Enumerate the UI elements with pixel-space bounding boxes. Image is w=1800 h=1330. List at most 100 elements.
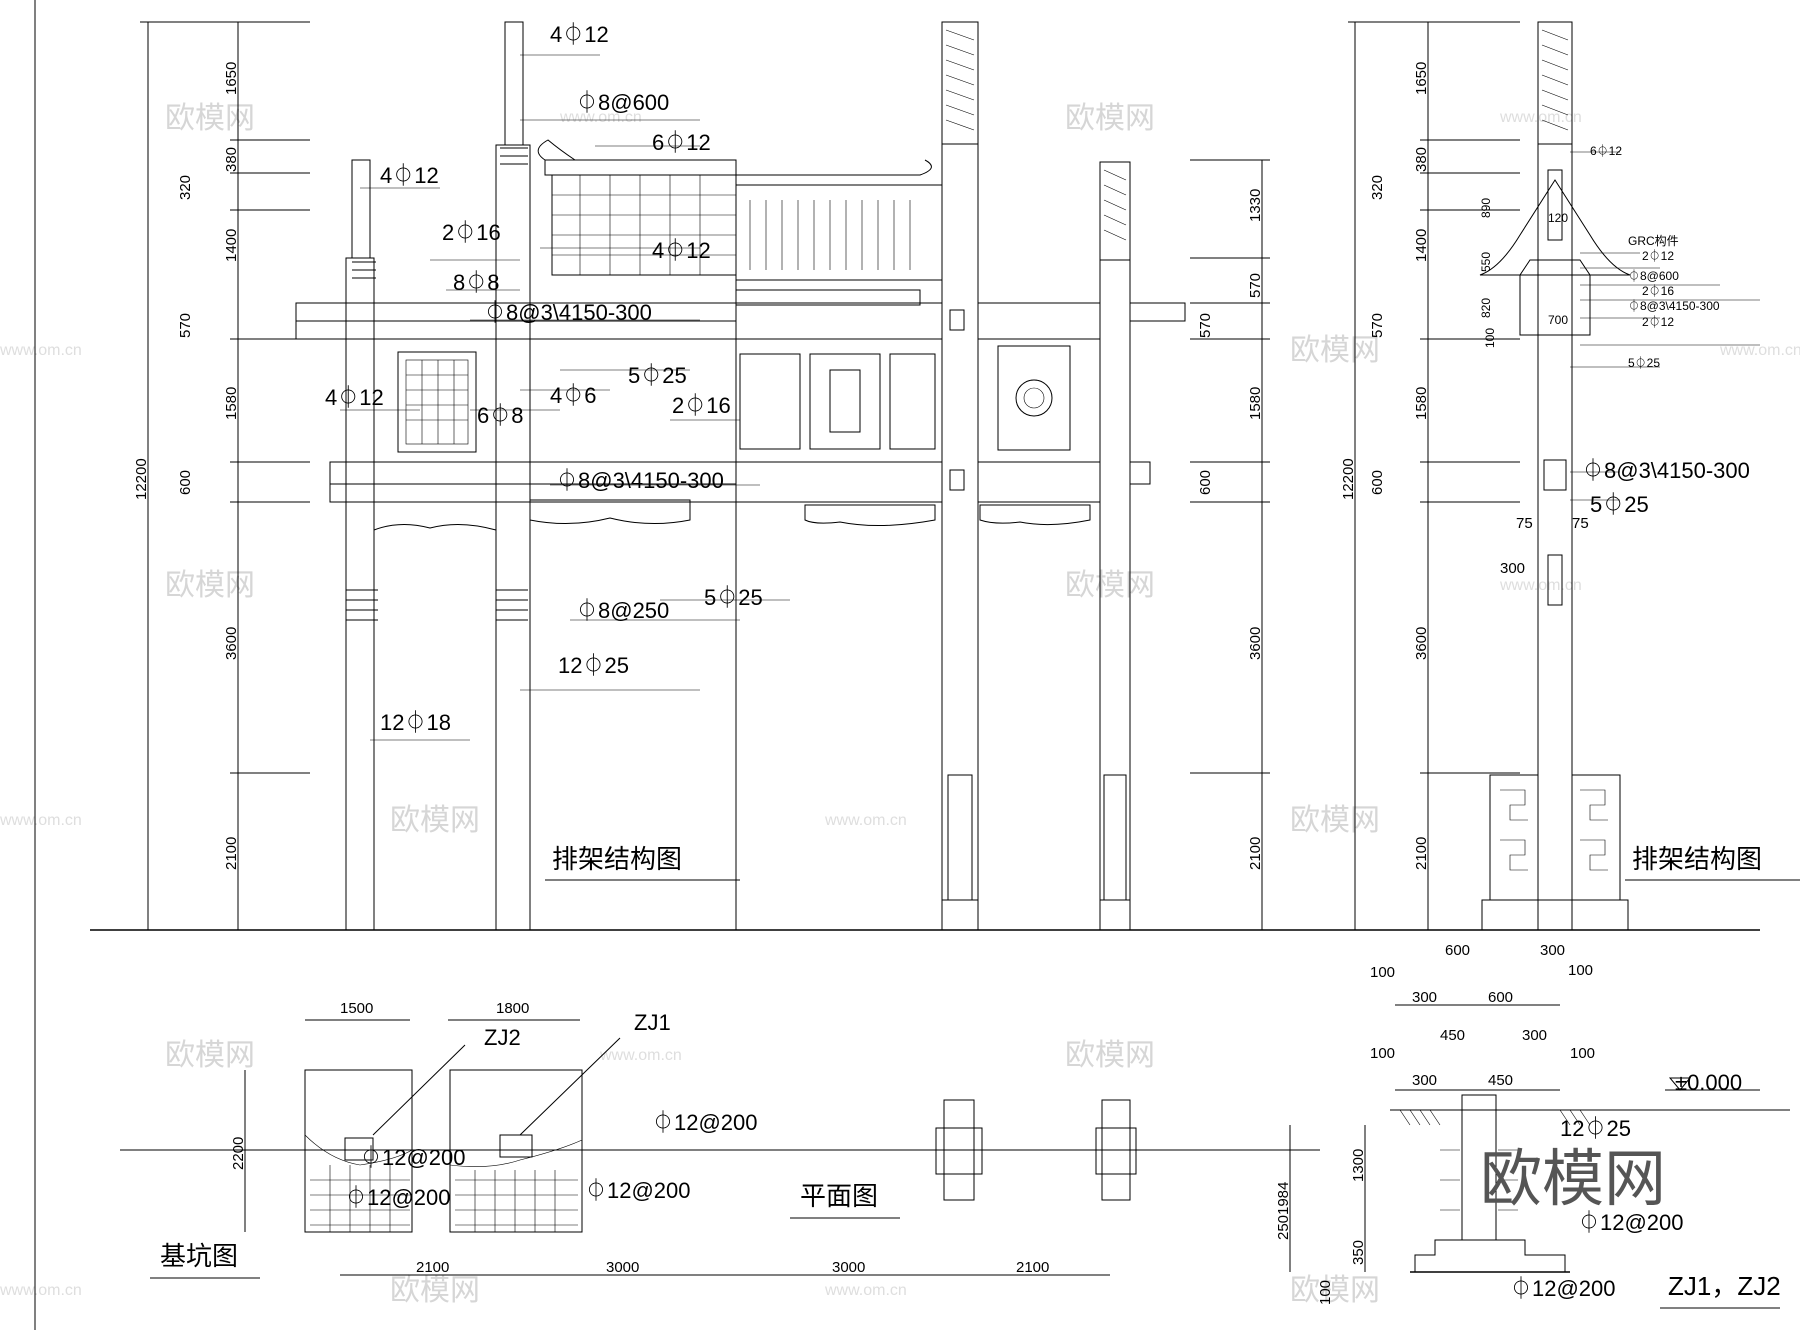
rebar-label: ⏀12@200 — [360, 1145, 466, 1170]
lintel-carving — [804, 504, 936, 527]
dim-label: 100 — [1370, 964, 1395, 981]
roof-cage-grid — [552, 175, 736, 275]
dim-380: 380 — [223, 147, 240, 172]
front-rebar-labels: 4⏀12 ⏀8@600 6⏀12 4⏀12 2⏀16 4⏀12 8⏀8 ⏀8@3… — [325, 22, 763, 735]
side-post-core — [1547, 554, 1563, 606]
dim-12200: 12200 — [133, 458, 150, 500]
dim-100: 100 — [1483, 328, 1497, 348]
dim-label: 300 — [1500, 560, 1525, 577]
rebar-label: 6⏀12 — [652, 130, 711, 155]
carving-pattern — [1541, 29, 1569, 131]
dim-3000: 3000 — [606, 1259, 639, 1276]
rebar-label: 2⏀16 — [672, 393, 731, 418]
beam-end — [1129, 461, 1151, 485]
rebar-label: 12⏀25 — [558, 653, 629, 678]
plan-title: 平面图 — [800, 1181, 878, 1211]
rebar-label: 4⏀12 — [325, 385, 384, 410]
roof-tile-lines — [749, 200, 911, 270]
dim-600: 600 — [1369, 470, 1386, 495]
pit-curve — [304, 1134, 413, 1166]
level-marker — [1668, 1077, 1692, 1091]
dim-label: 300 — [1522, 1027, 1547, 1044]
dim-1400: 1400 — [223, 229, 240, 262]
rebar-label: ⏀12@200 — [1578, 1210, 1684, 1235]
lower-beam-finished — [977, 461, 1101, 503]
side-base-ornament — [1489, 774, 1539, 901]
dim-250: 250 — [1275, 1215, 1292, 1240]
dim-2100: 2100 — [416, 1259, 449, 1276]
rebar-label: 5⏀25 — [704, 585, 763, 610]
beam-end — [1129, 302, 1186, 322]
upper-beam-finished — [977, 302, 1101, 340]
rebar-label: ⏀12@200 — [1510, 1276, 1616, 1301]
dim-890: 890 — [1479, 198, 1493, 218]
column-footprint — [344, 1137, 374, 1161]
rebar-label: 4⏀6 — [550, 383, 596, 408]
watermark-logo: 欧模网 — [1480, 1145, 1666, 1214]
rebar-label: ⏀8@3\4150-300 — [484, 300, 652, 325]
rebar-label: 4⏀12 — [652, 238, 711, 263]
pit-grid — [455, 1170, 578, 1232]
plan-column — [943, 1099, 975, 1201]
side-roof-block — [1519, 274, 1591, 336]
roof-tiles — [735, 184, 943, 281]
leader-line — [519, 1037, 621, 1136]
rebar-label: ⏀8@3\4150-300 — [1628, 298, 1720, 313]
watermark-url: www.om.cn — [0, 812, 82, 829]
column-footprint — [499, 1134, 533, 1158]
decor-panel — [739, 353, 801, 450]
dim-2100: 2100 — [1413, 837, 1430, 870]
front-elevation — [90, 21, 1760, 931]
footing-section: 100 300 600 450 300 100 100 300 450 ±0.0… — [1275, 964, 1790, 1309]
rebar-label: 12⏀25 — [1560, 1116, 1631, 1141]
shou-panel — [997, 345, 1071, 451]
dim-1580: 1580 — [1247, 387, 1264, 420]
dim-1500: 1500 — [340, 1000, 373, 1017]
column-base-panel — [947, 774, 973, 901]
dim-2100: 2100 — [1247, 837, 1264, 870]
watermark-brand: 欧模网 — [1065, 1039, 1155, 1072]
leader-lines — [340, 54, 790, 741]
column-base-panel — [1103, 774, 1127, 901]
column-plinth — [941, 899, 979, 931]
column-plinth — [1099, 899, 1131, 931]
inner-post — [495, 144, 531, 931]
level-label: ±0.000 — [1675, 1070, 1742, 1095]
watermark-layer: 欧模网 www.om.cn 欧模网 www.om.cn 欧模网 www.om.c… — [0, 102, 1800, 1307]
watermark-brand: 欧模网 — [165, 569, 255, 602]
watermark-brand: 欧模网 — [1065, 569, 1155, 602]
lower-beam-finished — [735, 461, 943, 503]
side-beam-section — [1543, 459, 1567, 491]
carved-column-cap — [941, 21, 979, 145]
pit-curve — [449, 1139, 583, 1167]
upper-beam-finished — [735, 302, 943, 340]
dim-3600: 3600 — [223, 627, 240, 660]
dim-1800: 1800 — [496, 1000, 529, 1017]
soil-hatch — [1399, 1109, 1591, 1126]
roof-ridge-ornament — [537, 139, 576, 161]
rebar-label: ⏀12@200 — [652, 1110, 758, 1135]
dim-label: 450 — [1440, 1027, 1465, 1044]
carved-column-cap — [1099, 161, 1131, 261]
bracket-band — [735, 289, 921, 306]
watermark-url: www.om.cn — [1499, 577, 1582, 594]
dim-3000: 3000 — [832, 1259, 865, 1276]
dim-1650: 1650 — [1413, 62, 1430, 95]
beam-slot — [949, 469, 965, 491]
leader-lines — [1570, 151, 1760, 501]
dim-label: 450 — [1488, 1072, 1513, 1089]
dim-label: 600 — [1488, 989, 1513, 1006]
watermark-brand: 欧模网 — [165, 1039, 255, 1072]
footing-pad — [1414, 1239, 1566, 1273]
rebar-label: 6⏀12 — [1590, 143, 1622, 158]
shou-symbol — [1015, 379, 1053, 417]
rebar-label: 6⏀8 — [477, 403, 523, 428]
main-column — [941, 143, 979, 931]
dim-570: 570 — [177, 313, 194, 338]
side-base-ornament — [1571, 774, 1621, 901]
watermark-url: www.om.cn — [559, 109, 642, 126]
dim-2200: 2200 — [230, 1137, 247, 1170]
dim-380: 380 — [1413, 147, 1430, 172]
dim-label: 100 — [1568, 962, 1593, 979]
